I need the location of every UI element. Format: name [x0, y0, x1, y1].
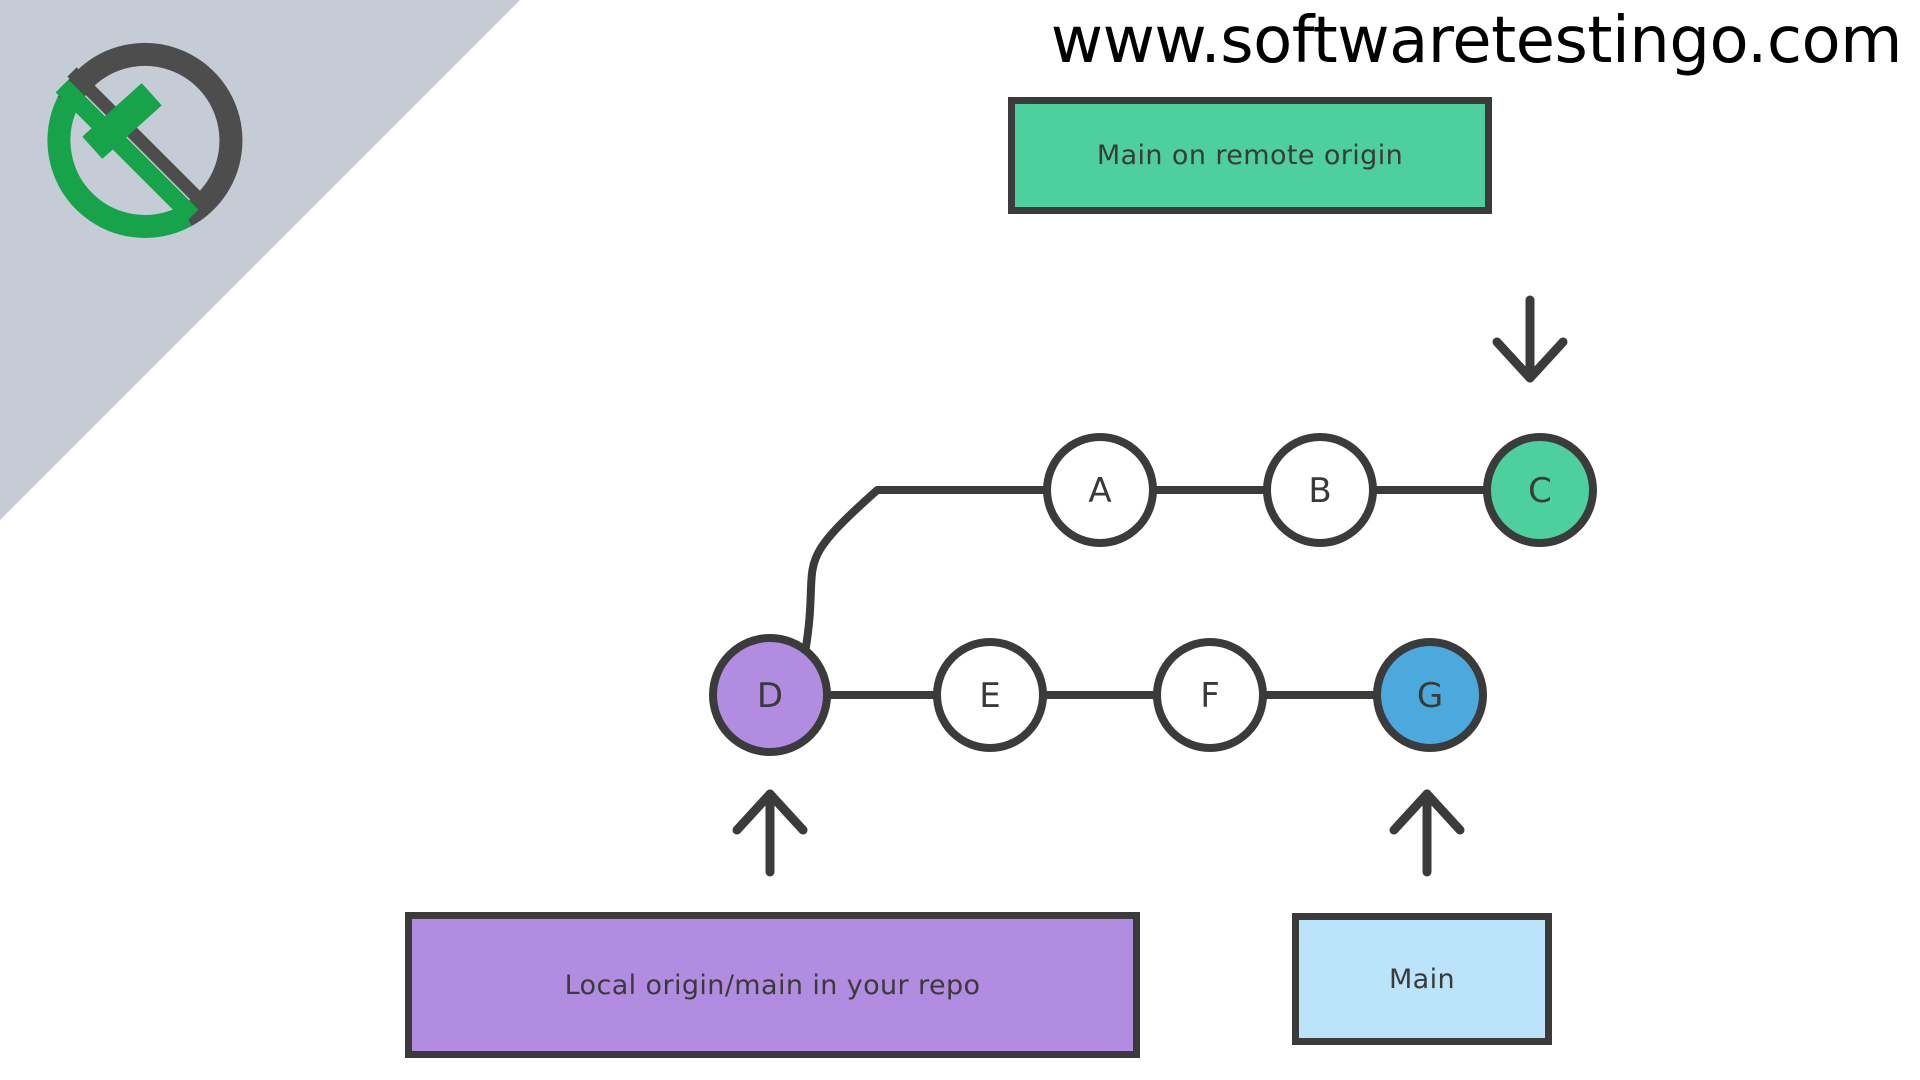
local-repo-box[interactable]: Local origin/main in your repo	[405, 912, 1140, 1058]
commit-node-label: F	[1200, 676, 1220, 716]
commit-node-label: D	[757, 676, 783, 716]
commit-node-d[interactable]: D	[709, 634, 831, 756]
softwaretestingo-logo-icon	[47, 42, 243, 238]
commit-node-label: E	[979, 676, 1000, 716]
commit-node-g[interactable]: G	[1373, 638, 1487, 752]
edge-d-a	[801, 486, 1051, 655]
main-branch-box[interactable]: Main	[1292, 913, 1552, 1045]
commit-node-label: A	[1088, 471, 1111, 511]
commit-node-shape	[1483, 433, 1597, 547]
commit-node-shape	[933, 638, 1047, 752]
commit-node-f[interactable]: F	[1153, 638, 1267, 752]
commit-node-b[interactable]: B	[1263, 433, 1377, 547]
arrow-remote-to-c	[1492, 295, 1568, 383]
commit-node-shape	[1263, 433, 1377, 547]
commit-node-label: C	[1528, 471, 1552, 511]
arrow-local-to-d	[732, 789, 808, 877]
commit-node-shape	[1043, 433, 1157, 547]
commit-node-shape	[1373, 638, 1487, 752]
arrow-main-to-g	[1389, 789, 1465, 877]
commit-node-e[interactable]: E	[933, 638, 1047, 752]
commit-node-label: G	[1417, 676, 1443, 716]
arrow-layer	[732, 295, 1568, 877]
remote-origin-box-label: Main on remote origin	[1096, 140, 1404, 171]
remote-origin-box[interactable]: Main on remote origin	[1008, 97, 1492, 214]
commit-node-c[interactable]: C	[1483, 433, 1597, 547]
commit-node-a[interactable]: A	[1043, 433, 1157, 547]
node-layer: A B C D E F G	[709, 433, 1597, 756]
commit-node-label: B	[1308, 471, 1331, 511]
site-url-text: www.softwaretestingo.com	[1050, 4, 1903, 78]
commit-node-shape	[1153, 638, 1267, 752]
commit-node-shape	[709, 634, 831, 756]
local-repo-box-label: Local origin/main in your repo	[564, 969, 981, 1001]
main-branch-box-label: Main	[1388, 963, 1456, 995]
